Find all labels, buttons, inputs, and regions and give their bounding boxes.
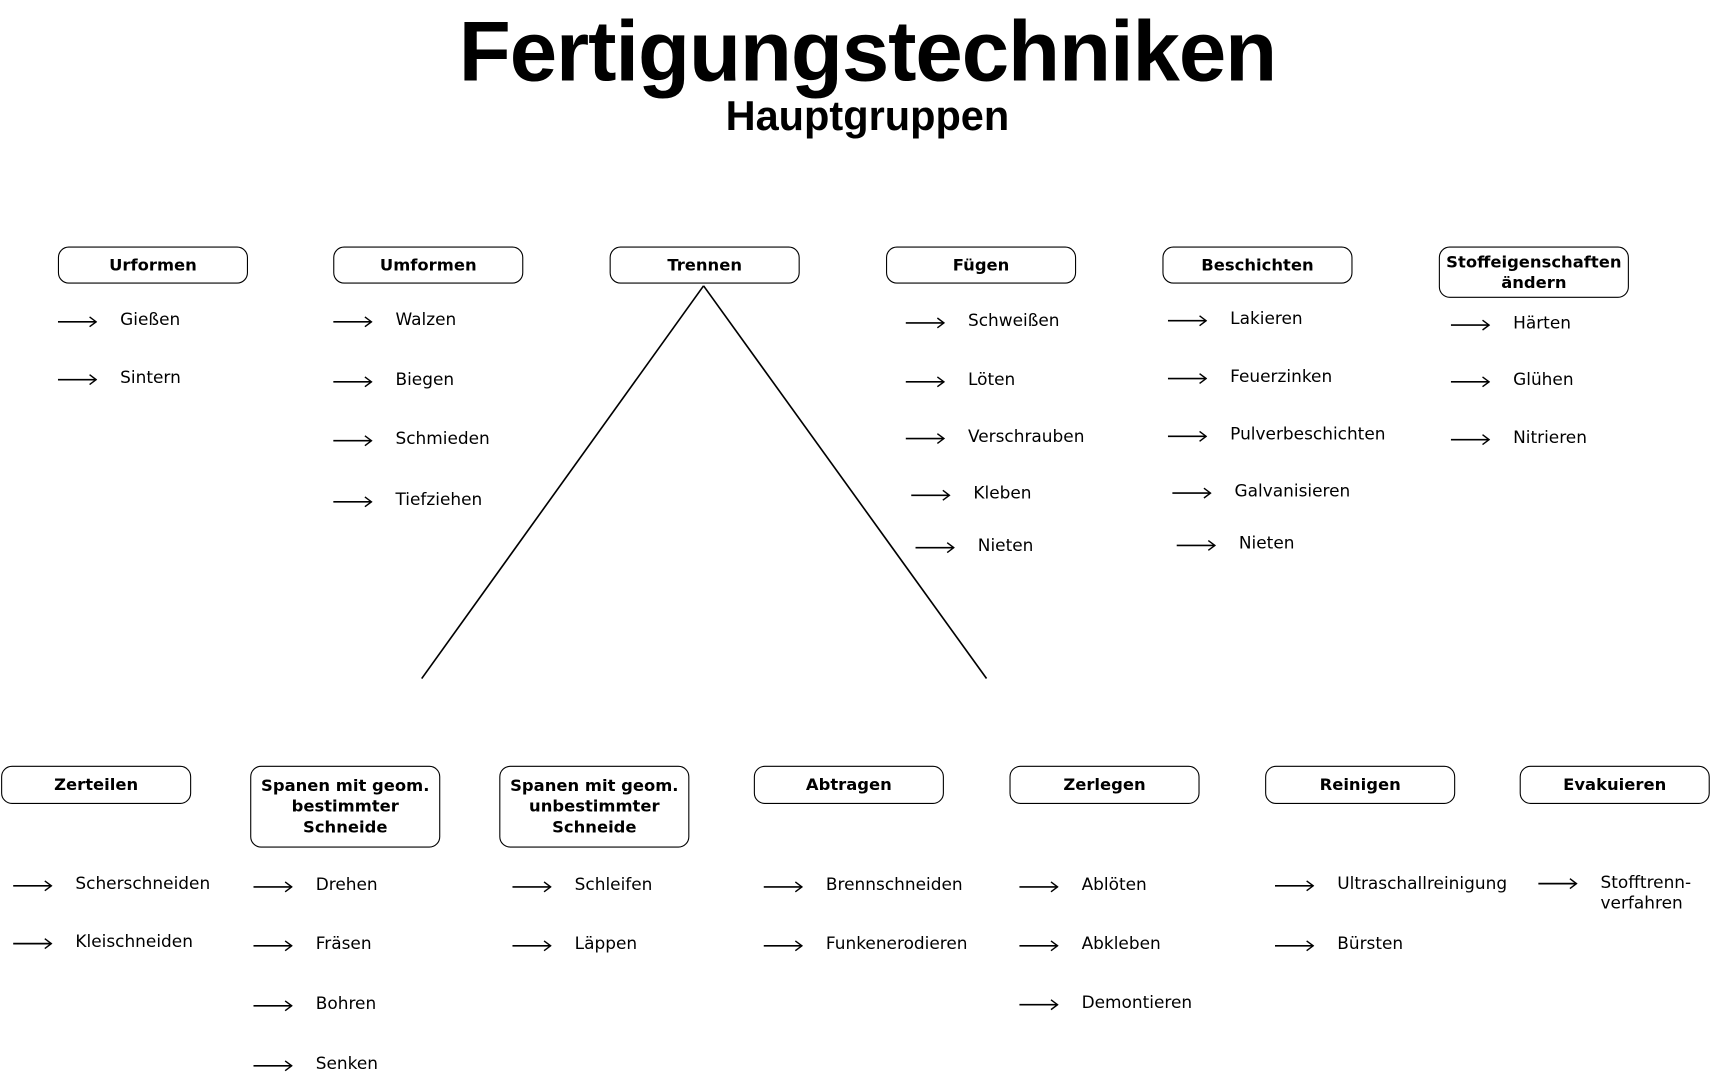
arrow-right-icon [253,1060,293,1072]
branch-line-left [421,285,705,680]
arrow-right-icon [1176,539,1216,551]
arrow-right-icon [1019,999,1059,1011]
arrow-right-icon [1274,940,1315,952]
process-item-abloeten: Ablöten [1081,874,1147,895]
group-box-trennen: Trennen [609,246,800,284]
process-item-buersten: Bürsten [1337,933,1404,954]
arrow-right-icon [333,435,373,447]
process-item-tiefziehen: Tiefziehen [395,489,483,510]
arrow-right-icon [333,376,373,388]
process-item-gluehen: Glühen [1513,369,1574,390]
arrow-right-icon [1450,376,1491,388]
arrow-right-icon [512,881,552,893]
arrow-right-icon [1538,878,1578,890]
arrow-right-icon [911,489,951,501]
process-item-nieten: Nieten [1238,533,1295,554]
arrow-right-icon [763,940,803,952]
process-item-bohren: Bohren [315,993,377,1014]
arrow-right-icon [57,374,98,386]
process-item-kleben: Kleben [973,483,1032,503]
arrow-right-icon [512,940,552,952]
group-box-urformen: Urformen [57,246,248,284]
group-box-beschichten: Beschichten [1162,246,1353,284]
process-item-laeppen: Läppen [574,933,638,954]
group-box-umformen: Umformen [333,246,524,284]
process-item-kleischneiden: Kleischneiden [75,931,193,952]
process-item-nieten: Nieten [977,535,1034,556]
process-item-ultraschallreinigung: Ultraschallreinigung [1337,873,1508,894]
process-item-abkleben: Abkleben [1081,933,1161,954]
process-item-feuerzinken: Feuerzinken [1230,366,1333,387]
arrow-right-icon [905,376,946,388]
arrow-right-icon [253,940,293,952]
group-box-reinigen: Reinigen [1265,765,1456,804]
process-item-giessen: Gießen [120,309,181,330]
arrow-right-icon [905,433,946,445]
arrow-right-icon [1172,487,1212,499]
process-item-scherschneiden: Scherschneiden [75,873,211,894]
branch-line-right [702,285,988,680]
group-box-fuegen: Fügen [886,246,1077,284]
process-item-biegen: Biegen [395,369,455,390]
group-box-spanen-mit-geom-unbestimmter-schneide: Spanen mit geom. unbestimmter Schneide [499,765,690,848]
process-item-demontieren: Demontieren [1081,992,1193,1013]
process-item-senken: Senken [315,1053,378,1074]
arrow-right-icon [333,496,373,508]
arrow-right-icon [905,317,946,329]
arrow-right-icon [253,881,293,893]
arrow-right-icon [1167,430,1208,442]
arrow-right-icon [57,316,98,328]
arrow-right-icon [13,880,53,892]
arrow-right-icon [915,542,955,554]
arrow-right-icon [1167,315,1208,327]
arrow-right-icon [1167,373,1208,385]
group-box-zerlegen: Zerlegen [1009,765,1200,804]
process-item-brennschneiden: Brennschneiden [825,874,963,895]
process-item-lakieren: Lakieren [1230,308,1303,329]
process-item-loeten: Löten [967,369,1016,390]
process-item-walzen: Walzen [395,309,457,330]
arrow-right-icon [1450,319,1491,331]
group-box-zerteilen: Zerteilen [1,765,192,804]
process-item-fraesen: Fräsen [315,933,372,954]
process-item-funkenerodieren: Funkenerodieren [825,933,968,954]
arrow-right-icon [763,881,803,893]
process-item-verschrauben: Verschrauben [967,426,1085,447]
diagram-subtitle: Hauptgruppen [725,93,1010,140]
arrow-right-icon [1274,880,1315,892]
group-box-evakuieren: Evakuieren [1519,765,1710,804]
diagram-title: Fertigungstechniken [458,3,1277,100]
process-item-pulverbeschichten: Pulverbeschichten [1230,424,1386,444]
group-box-stoffeigenschaften-aendern: Stoffeigenschaften ändern [1438,246,1629,298]
process-item-stofftrenn-verfahren: Stofftrenn-verfahren [1600,872,1692,914]
process-item-schleifen: Schleifen [574,874,653,895]
process-item-galvanisieren: Galvanisieren [1234,481,1351,501]
process-item-haerten: Härten [1513,313,1571,333]
arrow-right-icon [13,938,53,950]
process-item-nitrieren: Nitrieren [1513,427,1587,448]
arrow-right-icon [333,316,373,328]
arrow-right-icon [253,1000,293,1012]
process-item-schweissen: Schweißen [967,310,1060,331]
process-item-schmieden: Schmieden [395,428,490,449]
group-box-abtragen: Abtragen [753,765,944,804]
arrow-right-icon [1019,881,1059,893]
arrow-right-icon [1019,940,1059,952]
arrow-right-icon [1450,434,1491,446]
group-box-spanen-mit-geom-bestimmter-schneide: Spanen mit geom. bestimmter Schneide [250,765,441,848]
process-item-drehen: Drehen [315,874,378,895]
process-item-sintern: Sintern [120,367,181,388]
